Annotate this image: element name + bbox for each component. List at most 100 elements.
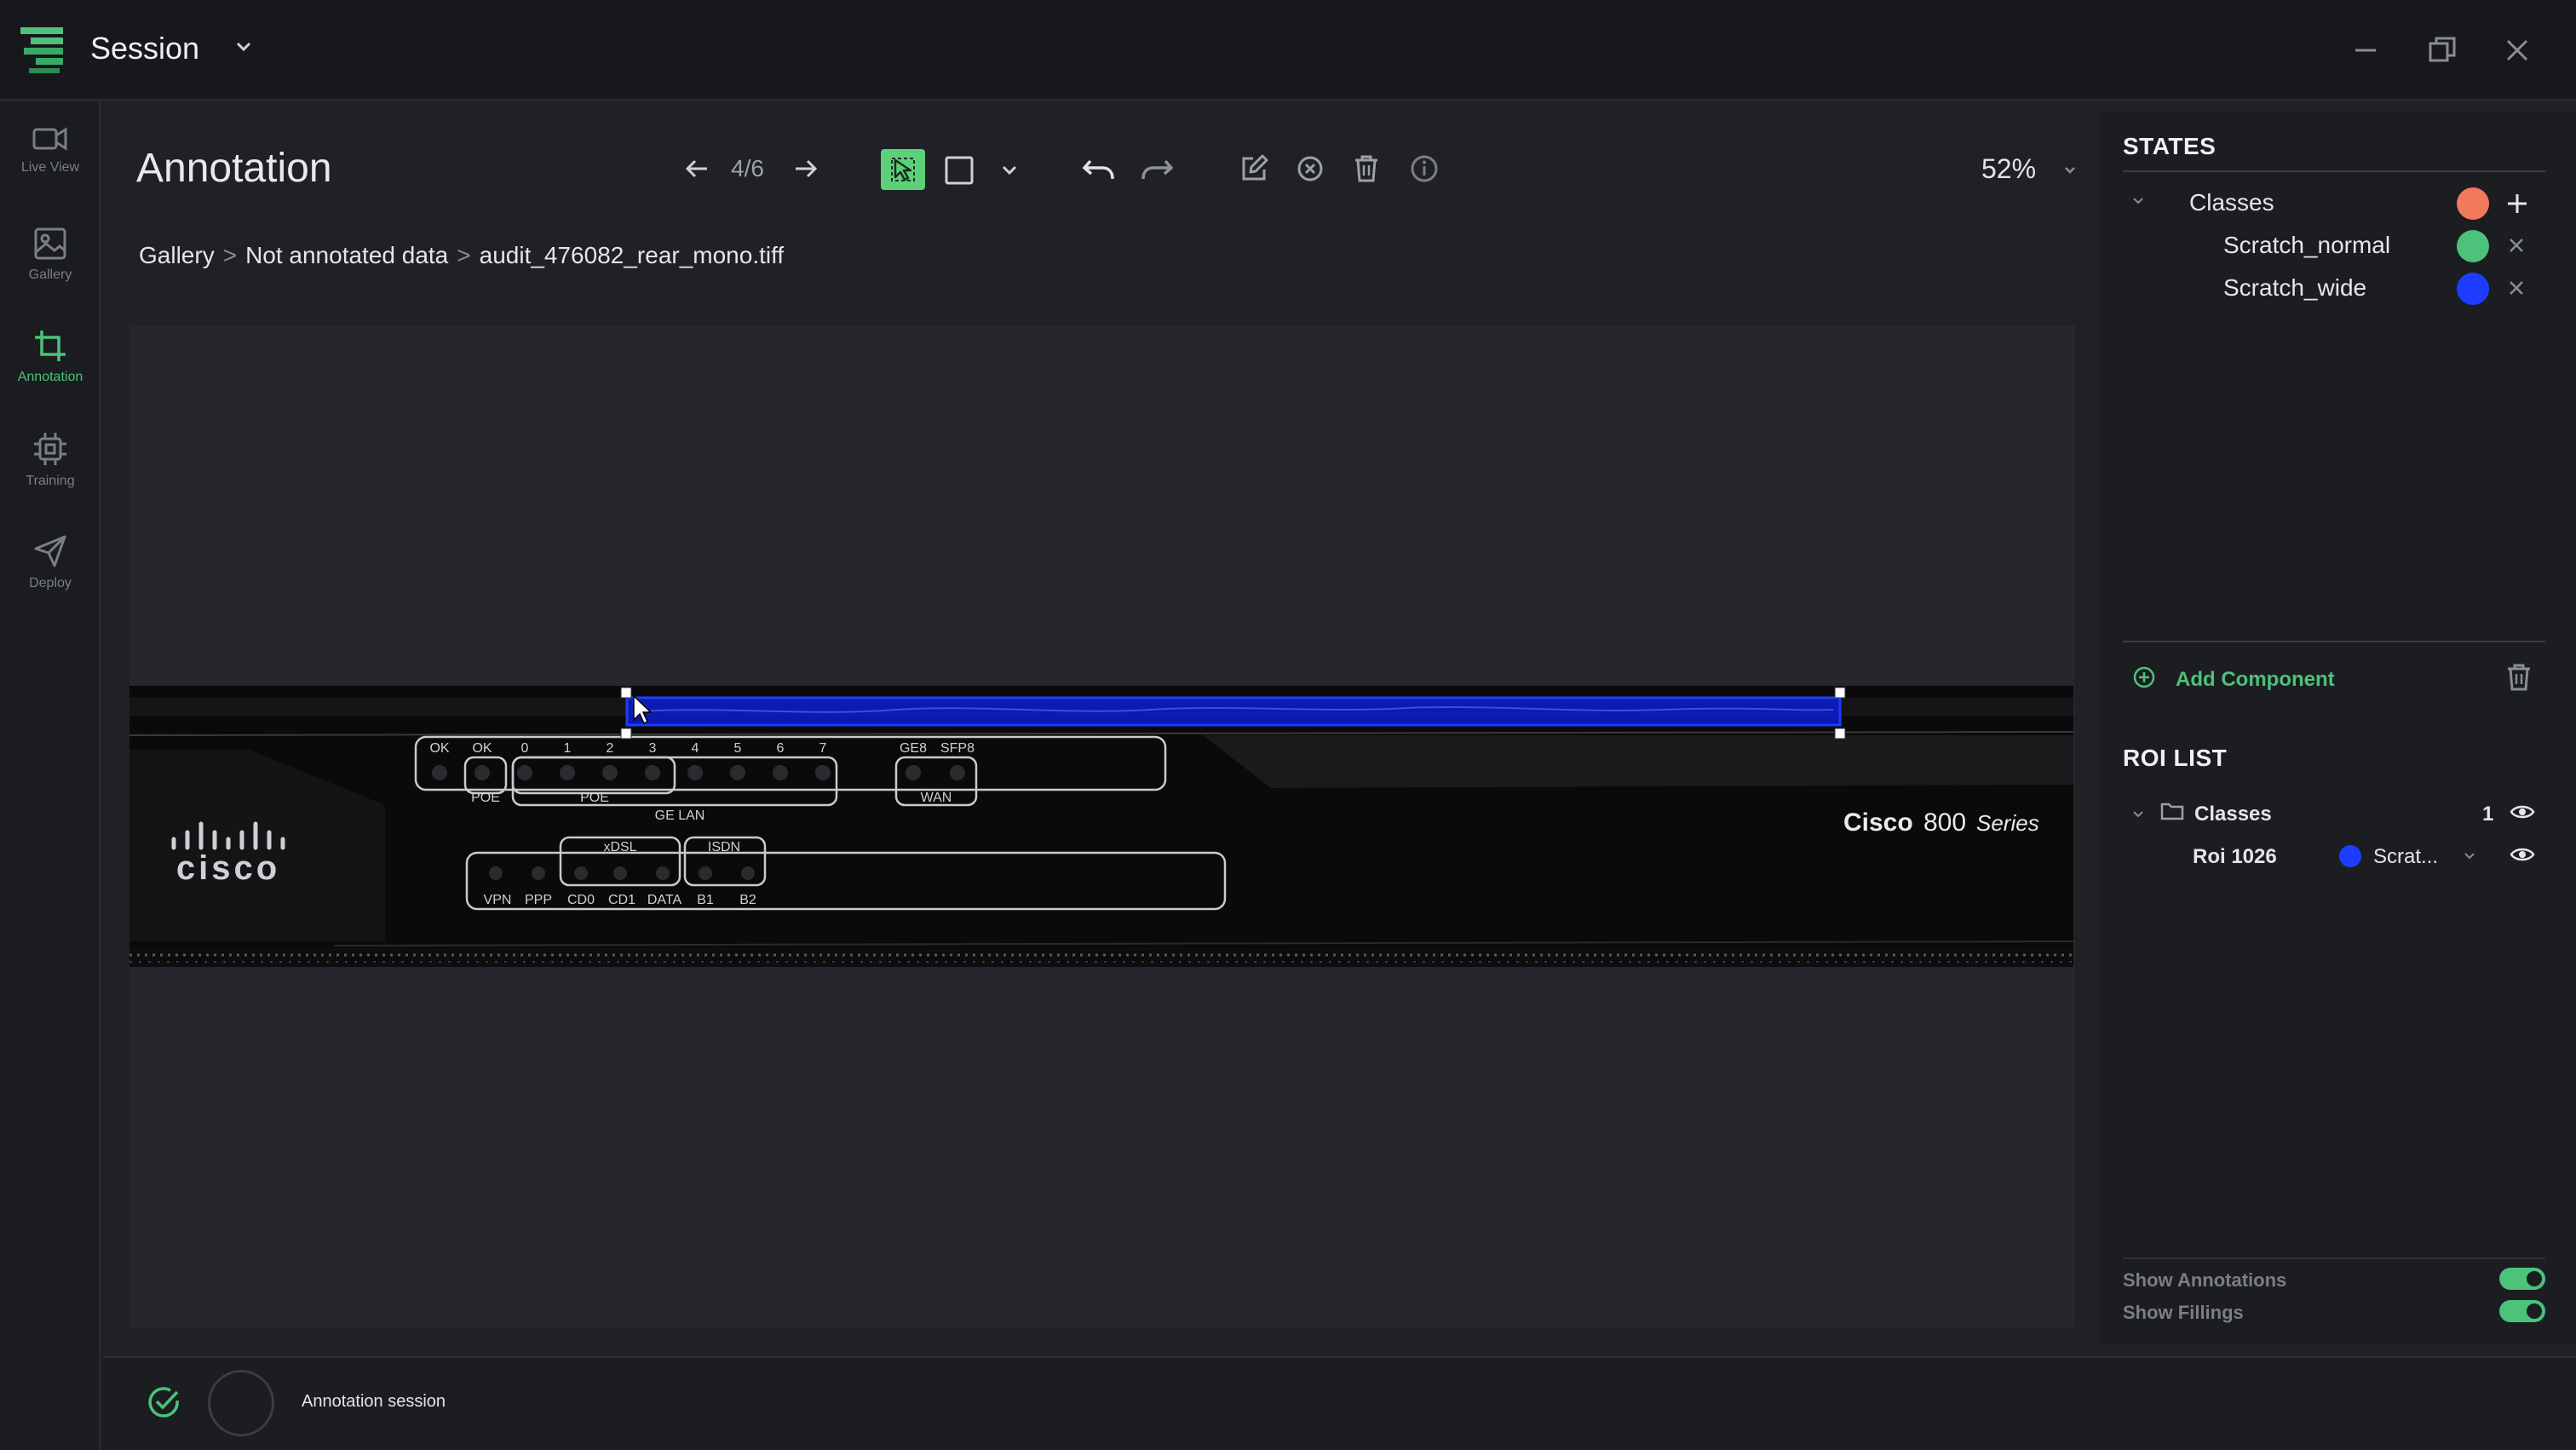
check-circle-icon <box>147 1385 181 1419</box>
svg-text:Cisco: Cisco <box>1843 808 1913 837</box>
svg-text:GE LAN: GE LAN <box>655 808 705 823</box>
undo-button[interactable] <box>1080 152 1118 189</box>
restore-button[interactable] <box>2421 29 2464 72</box>
add-class-plus-icon[interactable] <box>2506 193 2528 215</box>
nav-item-annotation[interactable]: Annotation <box>0 329 101 414</box>
svg-text:5: 5 <box>734 741 742 756</box>
redo-button[interactable] <box>1138 152 1176 189</box>
roi-item-label[interactable]: Roi 1026 <box>2193 845 2277 868</box>
nav-item-gallery[interactable]: Gallery <box>0 227 101 312</box>
roi-group-label: Classes <box>2194 803 2272 826</box>
zoom-level[interactable]: 52% <box>1981 153 2037 184</box>
roi-class-dropdown-chevron-icon[interactable] <box>2464 852 2475 860</box>
select-tool-button[interactable] <box>881 149 925 190</box>
nav-item-live-view[interactable]: Live View <box>0 124 101 210</box>
class-label-scratch-normal: Scratch_normal <box>2223 232 2391 258</box>
left-navigation <box>0 102 101 1450</box>
breadcrumb-gallery[interactable]: Gallery <box>139 242 215 268</box>
redo-icon <box>1141 159 1174 180</box>
session-status-label: Annotation session <box>302 1392 446 1411</box>
folder-icon <box>2160 801 2184 821</box>
show-fillings-toggle[interactable] <box>2499 1300 2545 1322</box>
mouse-cursor-icon <box>633 694 653 725</box>
states-group-label: Classes <box>2189 189 2274 216</box>
visibility-eye-icon[interactable] <box>2510 845 2535 864</box>
nav-item-deploy[interactable]: Deploy <box>0 533 101 619</box>
rectangle-tool-button[interactable] <box>940 152 978 189</box>
video-camera-icon <box>32 124 69 153</box>
show-annotations-toggle[interactable] <box>2499 1268 2545 1290</box>
nav-label-live-view: Live View <box>20 160 80 175</box>
states-group-color[interactable] <box>2457 187 2489 220</box>
add-component-button[interactable]: Add Component <box>2176 668 2335 691</box>
nav-label-annotation: Annotation <box>17 370 83 384</box>
svg-text:Series: Series <box>1976 810 2039 836</box>
edit-button[interactable] <box>1237 152 1271 186</box>
svg-text:OK: OK <box>472 741 492 756</box>
image-icon <box>33 227 67 261</box>
svg-text:WAN: WAN <box>921 791 952 805</box>
info-button[interactable] <box>1407 152 1441 186</box>
roi-selection-box[interactable] <box>620 687 1846 739</box>
roi-group-count: 1 <box>2482 803 2494 826</box>
nav-label-gallery: Gallery <box>28 268 72 282</box>
roi-group-collapse-chevron-icon[interactable] <box>2131 809 2145 820</box>
nav-label-deploy: Deploy <box>29 576 72 590</box>
status-bar <box>102 1356 2576 1450</box>
session-title: Session <box>90 31 200 66</box>
info-icon <box>1411 155 1438 182</box>
device-image[interactable]: cisco OK OK 0 1 2 3 4 5 6 7 GE8 SFP8 POE… <box>129 686 2073 967</box>
remove-class-close-icon[interactable] <box>2508 237 2525 254</box>
minimize-button[interactable] <box>2344 29 2387 72</box>
svg-text:3: 3 <box>649 741 657 756</box>
class-color-scratch-normal[interactable] <box>2457 230 2489 262</box>
svg-text:0: 0 <box>521 741 529 756</box>
send-icon <box>32 533 68 569</box>
visibility-eye-icon[interactable] <box>2510 803 2535 821</box>
roi-item-class-select[interactable]: Scrat... <box>2373 845 2439 868</box>
svg-text:1: 1 <box>564 741 572 756</box>
close-window-button[interactable] <box>2496 29 2539 72</box>
remove-class-close-icon[interactable] <box>2508 279 2525 296</box>
nav-item-training[interactable]: Training <box>0 431 101 516</box>
svg-text:cisco: cisco <box>176 849 280 887</box>
svg-text:POE: POE <box>580 791 609 805</box>
undo-icon <box>1082 159 1114 180</box>
roi-list-heading: ROI LIST <box>2123 745 2228 771</box>
svg-text:CD1: CD1 <box>608 893 635 907</box>
previous-image-button[interactable] <box>681 153 712 184</box>
roi-handle-top-right <box>1834 687 1846 699</box>
add-component-plus-circle-icon[interactable] <box>2133 666 2155 688</box>
collapse-chevron-icon[interactable] <box>2131 196 2145 206</box>
chip-icon <box>32 431 68 467</box>
right-panel <box>2101 112 2576 1343</box>
svg-text:PPP: PPP <box>525 893 552 907</box>
svg-text:OK: OK <box>429 741 449 756</box>
page-title: Annotation <box>136 146 332 191</box>
class-color-scratch-wide[interactable] <box>2457 273 2489 305</box>
svg-text:2: 2 <box>607 741 614 756</box>
svg-text:GE8: GE8 <box>900 741 927 756</box>
svg-text:7: 7 <box>819 741 827 756</box>
progress-ring <box>208 1370 274 1436</box>
class-label-scratch-wide: Scratch_wide <box>2223 274 2367 301</box>
breadcrumb: Gallery>Not annotated data>audit_476082_… <box>139 242 785 268</box>
svg-text:DATA: DATA <box>647 893 682 907</box>
zoom-dropdown-chevron-icon[interactable] <box>2060 162 2080 179</box>
svg-text:SFP8: SFP8 <box>940 741 975 756</box>
next-image-button[interactable] <box>791 153 821 184</box>
roi-handle-bottom-left <box>620 728 632 739</box>
app-logo-icon <box>19 24 66 75</box>
breadcrumb-not-annotated[interactable]: Not annotated data <box>245 242 449 268</box>
session-dropdown-chevron-icon[interactable] <box>235 41 252 53</box>
svg-text:xDSL: xDSL <box>603 840 636 854</box>
delete-component-trash-icon[interactable] <box>2506 663 2532 692</box>
pencil-edit-icon <box>1242 154 1268 181</box>
led-labels-bottom: VPN PPP CD0 CD1 DATA B1 B2 <box>484 893 756 907</box>
delete-button[interactable] <box>1349 152 1383 186</box>
clear-button[interactable] <box>1293 152 1327 186</box>
shape-tool-dropdown-chevron-icon[interactable] <box>997 160 1022 181</box>
roi-item-color <box>2339 845 2361 867</box>
svg-text:800: 800 <box>1923 808 1966 837</box>
roi-handle-top-left <box>620 687 632 699</box>
